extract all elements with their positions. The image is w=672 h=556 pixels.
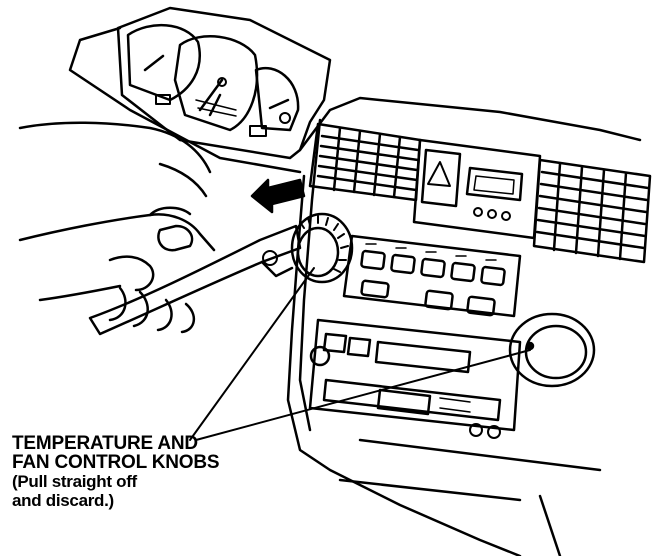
climate-control-panel bbox=[342, 234, 522, 318]
callout-line-2: FAN CONTROL KNOBS bbox=[12, 452, 220, 473]
knob-callout: TEMPERATURE AND FAN CONTROL KNOBS (Pull … bbox=[12, 434, 342, 510]
callout-line-3: (Pull straight off bbox=[12, 472, 137, 491]
callout-line-1: TEMPERATURE AND bbox=[12, 433, 198, 454]
right-air-vent bbox=[532, 158, 652, 264]
leader-lines bbox=[189, 267, 531, 441]
left-air-vent bbox=[308, 122, 422, 202]
fan-control-knob bbox=[508, 312, 596, 388]
temperature-control-knob bbox=[290, 212, 354, 284]
callout-line-4: and discard.) bbox=[12, 491, 114, 510]
pull-direction-arrow bbox=[250, 178, 306, 214]
radio-panel bbox=[308, 318, 522, 439]
dashboard-frame bbox=[68, 26, 642, 556]
instrument-cluster bbox=[116, 6, 332, 160]
removal-tool bbox=[88, 224, 302, 336]
hazard-clock-module bbox=[412, 138, 542, 240]
hand bbox=[18, 121, 216, 334]
